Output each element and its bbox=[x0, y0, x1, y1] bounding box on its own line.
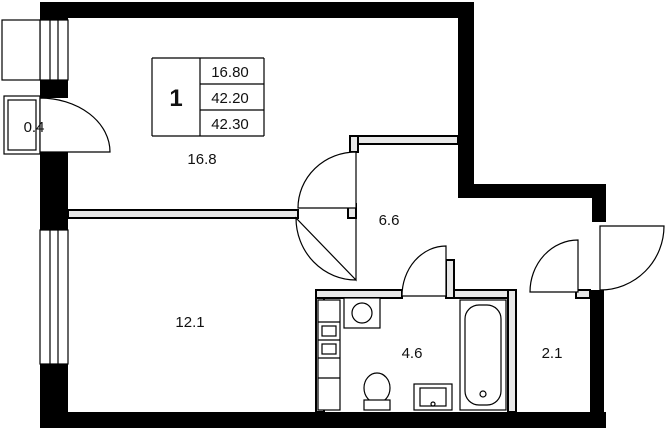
wc-area: 2.1 bbox=[542, 345, 563, 362]
bathtub bbox=[459, 299, 507, 411]
hallway-area: 6.6 bbox=[379, 212, 400, 229]
sink bbox=[413, 383, 453, 411]
total-area-balcony-value: 42.30 bbox=[211, 116, 249, 133]
door-wc bbox=[529, 239, 579, 293]
balcony bbox=[3, 95, 111, 155]
door-bedroom bbox=[295, 216, 357, 282]
door-bathroom bbox=[401, 245, 447, 297]
area-summary-table: 1 16.80 42.20 42.30 bbox=[151, 57, 265, 137]
rooms-count: 1 bbox=[169, 85, 182, 112]
bedroom-area: 12.1 bbox=[175, 314, 204, 331]
window-bedroom bbox=[39, 229, 69, 365]
door-entrance bbox=[599, 225, 665, 291]
balcony-area: 0.4 bbox=[24, 119, 45, 136]
living-area-value: 16.80 bbox=[211, 64, 249, 81]
toilet bbox=[363, 372, 391, 411]
washing-machine bbox=[343, 297, 381, 329]
door-living bbox=[297, 151, 357, 209]
window-living-top bbox=[39, 19, 69, 81]
living-room-area: 16.8 bbox=[187, 151, 216, 168]
bathroom-area: 4.6 bbox=[402, 345, 423, 362]
balcony-frame bbox=[1, 19, 41, 81]
total-area-value: 42.20 bbox=[211, 90, 249, 107]
shelves bbox=[317, 299, 341, 411]
outer-walls bbox=[40, 2, 606, 428]
